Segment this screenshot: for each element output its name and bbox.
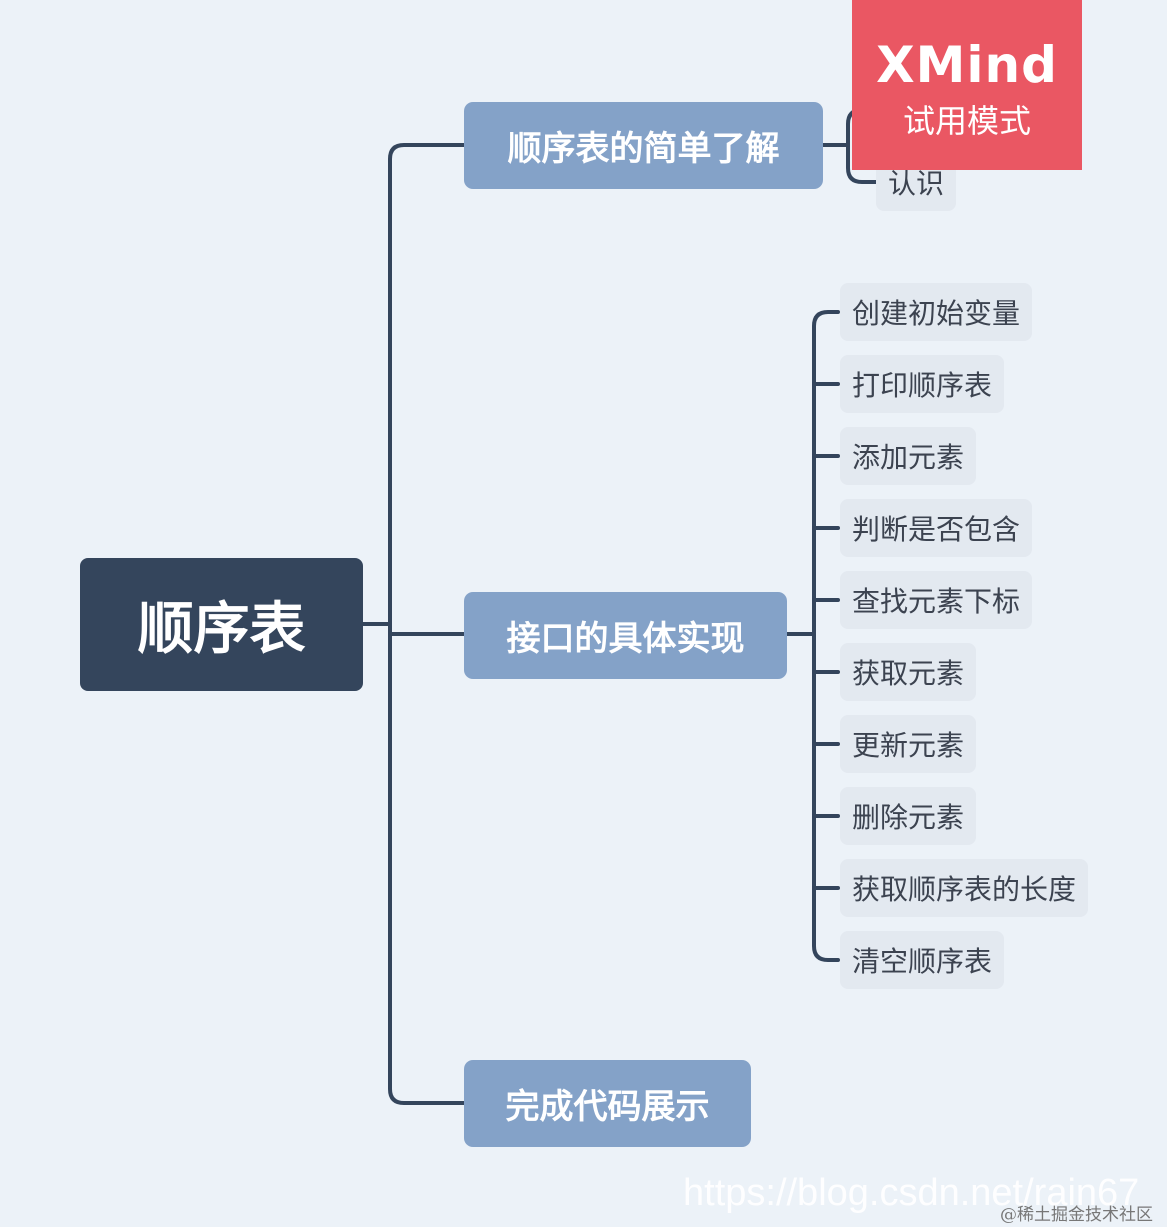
juejin-watermark: @稀土掘金技术社区 (1000, 1205, 1153, 1225)
subtopic-create-variables[interactable]: 创建初始变量 (840, 283, 1033, 341)
subtopic-add-element[interactable]: 添加元素 (840, 427, 977, 485)
subtopic-print-list[interactable]: 打印顺序表 (840, 355, 1005, 413)
watermark-subtitle: 试用模式 (902, 102, 1031, 140)
subtopic-get-length[interactable]: 获取顺序表的长度 (840, 859, 1089, 917)
root-topic[interactable]: 顺序表 (80, 558, 363, 691)
subtopic-index-of[interactable]: 查找元素下标 (840, 571, 1033, 629)
xmind-trial-watermark: XMind 试用模式 (852, 0, 1082, 170)
main-trunk (388, 143, 467, 1105)
subtopic-clear-list[interactable]: 清空顺序表 (840, 931, 1005, 989)
branch-topic-implementation[interactable]: 接口的具体实现 (464, 592, 787, 679)
url-watermark: https://blog.csdn.net/rain67 (683, 1172, 1140, 1214)
branch-topic-code[interactable]: 完成代码展示 (464, 1060, 751, 1147)
subtopic-get-element[interactable]: 获取元素 (840, 643, 977, 701)
watermark-title: XMind (876, 36, 1058, 94)
subtopic-delete-element[interactable]: 删除元素 (840, 787, 977, 845)
branch-2-bracket (812, 310, 840, 962)
subtopic-update-element[interactable]: 更新元素 (840, 715, 977, 773)
subtopic-contains[interactable]: 判断是否包含 (840, 499, 1033, 557)
branch-topic-overview[interactable]: 顺序表的简单了解 (464, 102, 823, 189)
